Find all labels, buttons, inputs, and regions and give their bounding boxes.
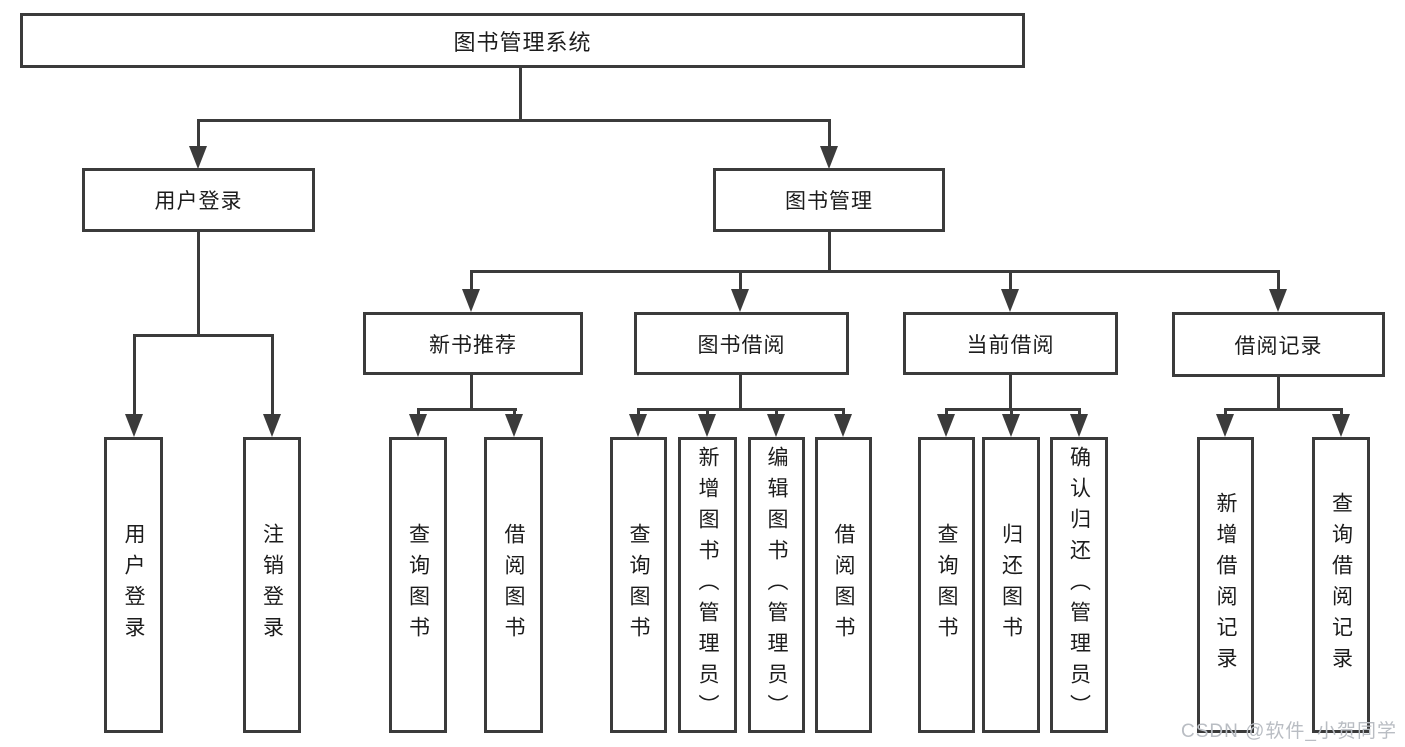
connector-stem [1010, 408, 1013, 418]
arrow-down-icon [189, 146, 207, 169]
connector-branch-line [417, 408, 517, 411]
leaf-query-book-recommend: 查询图书 [389, 437, 447, 733]
arrow-down-icon [1002, 414, 1020, 437]
leaf-label: 用户登录 [122, 523, 145, 647]
arrow-down-icon [731, 289, 749, 312]
leaf-label: 查询图书 [935, 523, 958, 647]
arrow-down-icon [820, 146, 838, 169]
arrow-down-icon [937, 414, 955, 437]
leaf-label: 归还图书 [999, 523, 1023, 647]
connector-stem [1009, 270, 1012, 292]
node-book-management: 图书管理 [713, 168, 945, 232]
arrow-down-icon [462, 289, 480, 312]
connector-branch-line [637, 408, 845, 411]
leaf-label: 借阅图书 [502, 523, 525, 647]
connector-stem [271, 334, 274, 417]
leaf-query-book-current: 查询图书 [918, 437, 975, 733]
connector-stem [842, 408, 845, 418]
leaf-label: 新增图书（管理员） [696, 445, 719, 725]
leaf-label: 查询图书 [627, 523, 650, 647]
node-book-borrow: 图书借阅 [634, 312, 849, 375]
connector-stem [828, 119, 831, 149]
arrow-down-icon [1332, 414, 1350, 437]
connector-stem [637, 408, 640, 418]
leaf-user-login: 用户登录 [104, 437, 163, 733]
connector-stem [706, 408, 709, 418]
connector-stem [133, 334, 136, 417]
leaf-confirm-return-admin: 确认归还（管理员） [1050, 437, 1108, 733]
leaf-label: 借阅图书 [832, 523, 855, 647]
leaf-query-book-borrow: 查询图书 [610, 437, 667, 733]
connector-branch-line [133, 334, 273, 337]
connector-stem [197, 119, 200, 149]
arrow-down-icon [698, 414, 716, 437]
leaf-return-book: 归还图书 [982, 437, 1040, 733]
node-library-system: 图书管理系统 [20, 13, 1025, 68]
connector-stem [1340, 408, 1343, 418]
connector-stem [1224, 408, 1227, 418]
leaf-label: 注销登录 [260, 523, 284, 647]
arrow-down-icon [1269, 289, 1287, 312]
connector-stem [1277, 375, 1280, 410]
leaf-logout: 注销登录 [243, 437, 301, 733]
leaf-label: 编辑图书（管理员） [765, 445, 788, 725]
node-new-book-recommend: 新书推荐 [363, 312, 583, 375]
arrow-down-icon [1216, 414, 1234, 437]
arrow-down-icon [767, 414, 785, 437]
connector-stem [1277, 270, 1280, 292]
arrow-down-icon [125, 414, 143, 437]
arrow-down-icon [1001, 289, 1019, 312]
node-current-borrow: 当前借阅 [903, 312, 1118, 375]
connector-stem [470, 375, 473, 410]
arrow-down-icon [263, 414, 281, 437]
connector-stem [739, 270, 742, 292]
connector-stem [417, 408, 420, 418]
connector-stem [1078, 408, 1081, 418]
connector-stem [197, 232, 200, 336]
connector-stem [775, 408, 778, 418]
node-borrow-record: 借阅记录 [1172, 312, 1385, 377]
leaf-add-borrow-record: 新增借阅记录 [1197, 437, 1254, 733]
connector-stem [739, 375, 742, 410]
connector-branch-line [1224, 408, 1342, 411]
arrow-down-icon [629, 414, 647, 437]
connector-stem [828, 232, 831, 273]
connector-stem [1009, 375, 1012, 410]
arrow-down-icon [505, 414, 523, 437]
watermark: CSDN @软件_小贺同学 [1181, 721, 1397, 742]
arrow-down-icon [409, 414, 427, 437]
connector-stem [519, 68, 522, 121]
connector-stem [513, 408, 516, 418]
arrow-down-icon [834, 414, 852, 437]
leaf-borrow-book-recommend: 借阅图书 [484, 437, 543, 733]
leaf-edit-book-admin: 编辑图书（管理员） [748, 437, 805, 733]
arrow-down-icon [1070, 414, 1088, 437]
leaf-query-borrow-record: 查询借阅记录 [1312, 437, 1370, 733]
connector-stem [470, 270, 473, 292]
connector-stem [945, 408, 948, 418]
leaf-label: 查询借阅记录 [1329, 492, 1353, 678]
leaf-label: 新增借阅记录 [1214, 492, 1237, 678]
connector-branch-line [197, 119, 830, 122]
leaf-label: 确认归还（管理员） [1067, 445, 1091, 725]
leaf-label: 查询图书 [406, 523, 430, 647]
leaf-add-book-admin: 新增图书（管理员） [678, 437, 737, 733]
connector-branch-line [470, 270, 1280, 273]
leaf-borrow-book: 借阅图书 [815, 437, 872, 733]
node-user-login: 用户登录 [82, 168, 315, 232]
